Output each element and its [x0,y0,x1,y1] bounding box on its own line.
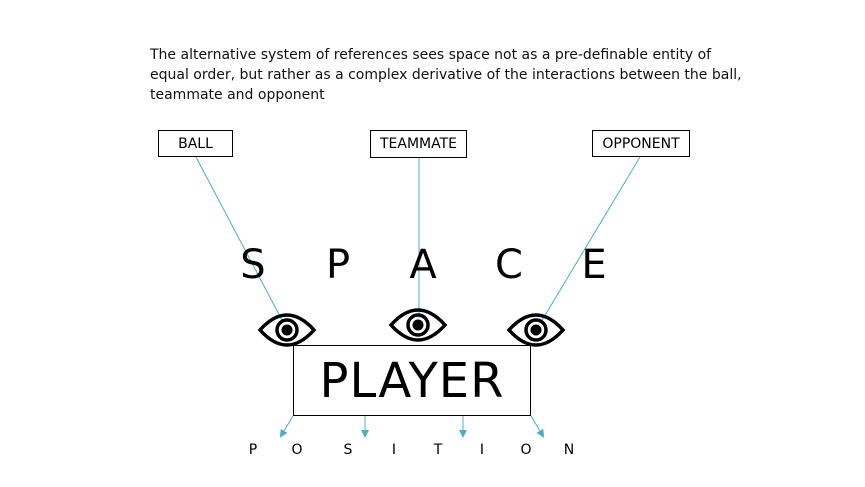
space-letter: C [495,242,523,288]
position-letter: P [248,442,258,458]
position-letter: O [520,442,532,458]
ball-label: BALL [158,130,233,157]
position-letter: O [291,442,303,458]
teammate-label: TEAMMATE [370,130,467,158]
player-box: PLAYER [293,345,531,416]
opponent-label: OPPONENT [592,130,690,157]
eye-icon [506,313,566,347]
position-letter: I [479,442,485,458]
position-arrow [279,415,294,438]
position-letter: T [433,442,443,458]
opponent-connector [540,156,641,323]
eye-icon [388,308,448,342]
position-letter: I [391,442,397,458]
space-letter: S [240,242,266,288]
ball-connector [195,156,284,323]
position-arrow [530,415,545,438]
eye-icon [257,313,317,347]
position-letter: N [563,442,575,458]
space-letter: P [325,242,351,288]
intro-text: The alternative system of references see… [150,47,742,103]
position-letter: S [343,442,353,458]
space-letter: A [409,242,437,288]
space-letter: E [581,242,607,288]
